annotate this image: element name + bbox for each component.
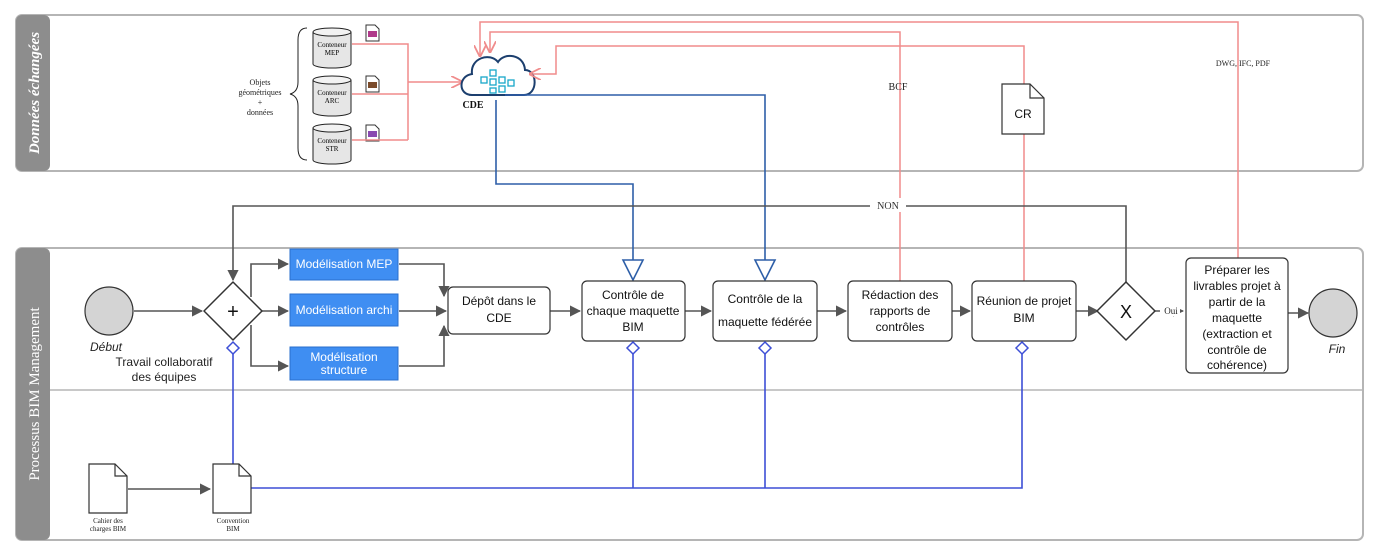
parallel-gateway[interactable]: + — [203, 281, 263, 341]
svg-text:Préparer les: Préparer les — [1204, 263, 1269, 277]
non-loop-flow — [227, 205, 1127, 287]
svg-text:CDE: CDE — [486, 311, 511, 325]
exclusive-gateway[interactable]: X — [1096, 281, 1156, 341]
collab-label: Travail collaboratif des équipes — [116, 355, 214, 384]
file-icon — [365, 124, 380, 142]
bcf-label: BCF — [889, 82, 908, 93]
svg-text:+: + — [258, 98, 263, 107]
start-event[interactable] — [84, 286, 134, 336]
svg-text:contrôle de: contrôle de — [1207, 343, 1267, 357]
svg-text:Rédaction des: Rédaction des — [862, 288, 939, 302]
end-label: Fin — [1329, 342, 1346, 356]
convention-document-icon — [212, 463, 252, 514]
cr-label: CR — [1014, 107, 1032, 121]
svg-text:partir de la: partir de la — [1209, 295, 1266, 309]
blue-data-flows — [495, 94, 766, 260]
task-modelisation-archi[interactable]: Modélisation archi — [289, 293, 399, 327]
task-preparer-livrables[interactable]: Préparer les livrables projet à partir d… — [1185, 257, 1289, 374]
svg-text:Modélisation MEP: Modélisation MEP — [296, 257, 393, 271]
convention-label: Convention BIM — [217, 517, 250, 533]
svg-text:BIM: BIM — [1013, 311, 1034, 325]
objets-brace — [289, 27, 308, 161]
svg-text:Convention: Convention — [217, 517, 250, 525]
task-controle-maquette-federee[interactable]: Contrôle de la maquette fédérée — [712, 280, 818, 342]
data-input-arrow — [621, 259, 645, 282]
svg-text:maquette fédérée: maquette fédérée — [718, 315, 812, 329]
lane-label-donnees: Données échangées — [27, 32, 43, 155]
svg-text:livrables projet à: livrables projet à — [1193, 279, 1281, 293]
exclusive-gateway-symbol: X — [1120, 302, 1132, 322]
container-mep: Conteneur MEP — [312, 27, 352, 69]
svg-text:BIM: BIM — [622, 320, 643, 334]
svg-text:Modélisation archi: Modélisation archi — [296, 303, 393, 317]
task-redaction-rapports[interactable]: Rédaction des rapports de contrôles — [847, 280, 953, 342]
association-diamonds — [225, 340, 1030, 356]
cde-label: CDE — [462, 100, 483, 111]
cahier-document-icon — [88, 463, 128, 514]
formats-label: DWG, IFC, PDF — [1216, 59, 1271, 68]
task-modelisation-structure[interactable]: Modélisation structure — [289, 346, 399, 381]
svg-text:données: données — [247, 108, 273, 117]
svg-text:ARC: ARC — [325, 97, 340, 105]
cde-cloud-icon — [460, 54, 536, 96]
svg-text:MEP: MEP — [325, 49, 340, 57]
svg-text:rapports de: rapports de — [870, 304, 931, 318]
container-str: Conteneur STR — [312, 123, 352, 165]
svg-text:(extraction et: (extraction et — [1202, 327, 1272, 341]
end-event[interactable] — [1308, 288, 1358, 338]
task-modelisation-mep[interactable]: Modélisation MEP — [289, 248, 399, 281]
svg-text:Conteneur: Conteneur — [317, 89, 347, 97]
container-arc: Conteneur ARC — [312, 75, 352, 117]
svg-text:charges BIM: charges BIM — [90, 525, 127, 533]
parallel-gateway-symbol: + — [227, 301, 239, 323]
objets-group-label: Objets géométriques + données — [238, 78, 281, 117]
non-label: NON — [877, 201, 899, 212]
cr-document-icon — [1001, 83, 1045, 135]
svg-text:chaque maquette: chaque maquette — [587, 304, 680, 318]
svg-text:maquette: maquette — [1212, 311, 1262, 325]
svg-text:géométriques: géométriques — [238, 88, 281, 97]
svg-text:cohérence): cohérence) — [1207, 358, 1267, 372]
svg-text:Cahier des: Cahier des — [93, 517, 123, 525]
svg-text:Travail collaboratif: Travail collaboratif — [116, 355, 214, 369]
svg-text:Conteneur: Conteneur — [317, 41, 347, 49]
task-reunion-projet[interactable]: Réunion de projet BIM — [971, 280, 1077, 342]
cahier-label: Cahier des charges BIM — [90, 517, 127, 533]
svg-text:Contrôle de: Contrôle de — [602, 288, 664, 302]
file-icon — [365, 24, 380, 42]
association-flows — [232, 354, 1023, 489]
svg-text:Dépôt dans le: Dépôt dans le — [462, 294, 536, 308]
pink-connectors-containers — [352, 43, 462, 141]
start-label: Début — [90, 340, 123, 354]
svg-text:Conteneur: Conteneur — [317, 137, 347, 145]
task-controle-chaque-maquette[interactable]: Contrôle de chaque maquette BIM — [581, 280, 686, 342]
svg-text:STR: STR — [326, 145, 339, 153]
svg-text:des équipes: des équipes — [132, 370, 197, 384]
lane-donnees: Données échangées — [15, 14, 1364, 172]
file-icon — [365, 75, 380, 93]
oui-label: Oui — [1164, 306, 1178, 316]
pink-flows-to-cde — [480, 21, 1239, 283]
svg-text:Objets: Objets — [250, 78, 271, 87]
data-input-arrow — [753, 259, 777, 282]
svg-text:BIM: BIM — [226, 525, 240, 533]
svg-text:structure: structure — [321, 363, 368, 377]
svg-text:Contrôle de la: Contrôle de la — [728, 292, 803, 306]
svg-text:Modélisation: Modélisation — [310, 350, 377, 364]
lane-label-processus: Processus BIM Management — [27, 307, 43, 481]
svg-text:contrôles: contrôles — [876, 320, 925, 334]
task-depot-cde[interactable]: Dépôt dans le CDE — [447, 286, 551, 335]
svg-text:Réunion de projet: Réunion de projet — [977, 294, 1072, 308]
